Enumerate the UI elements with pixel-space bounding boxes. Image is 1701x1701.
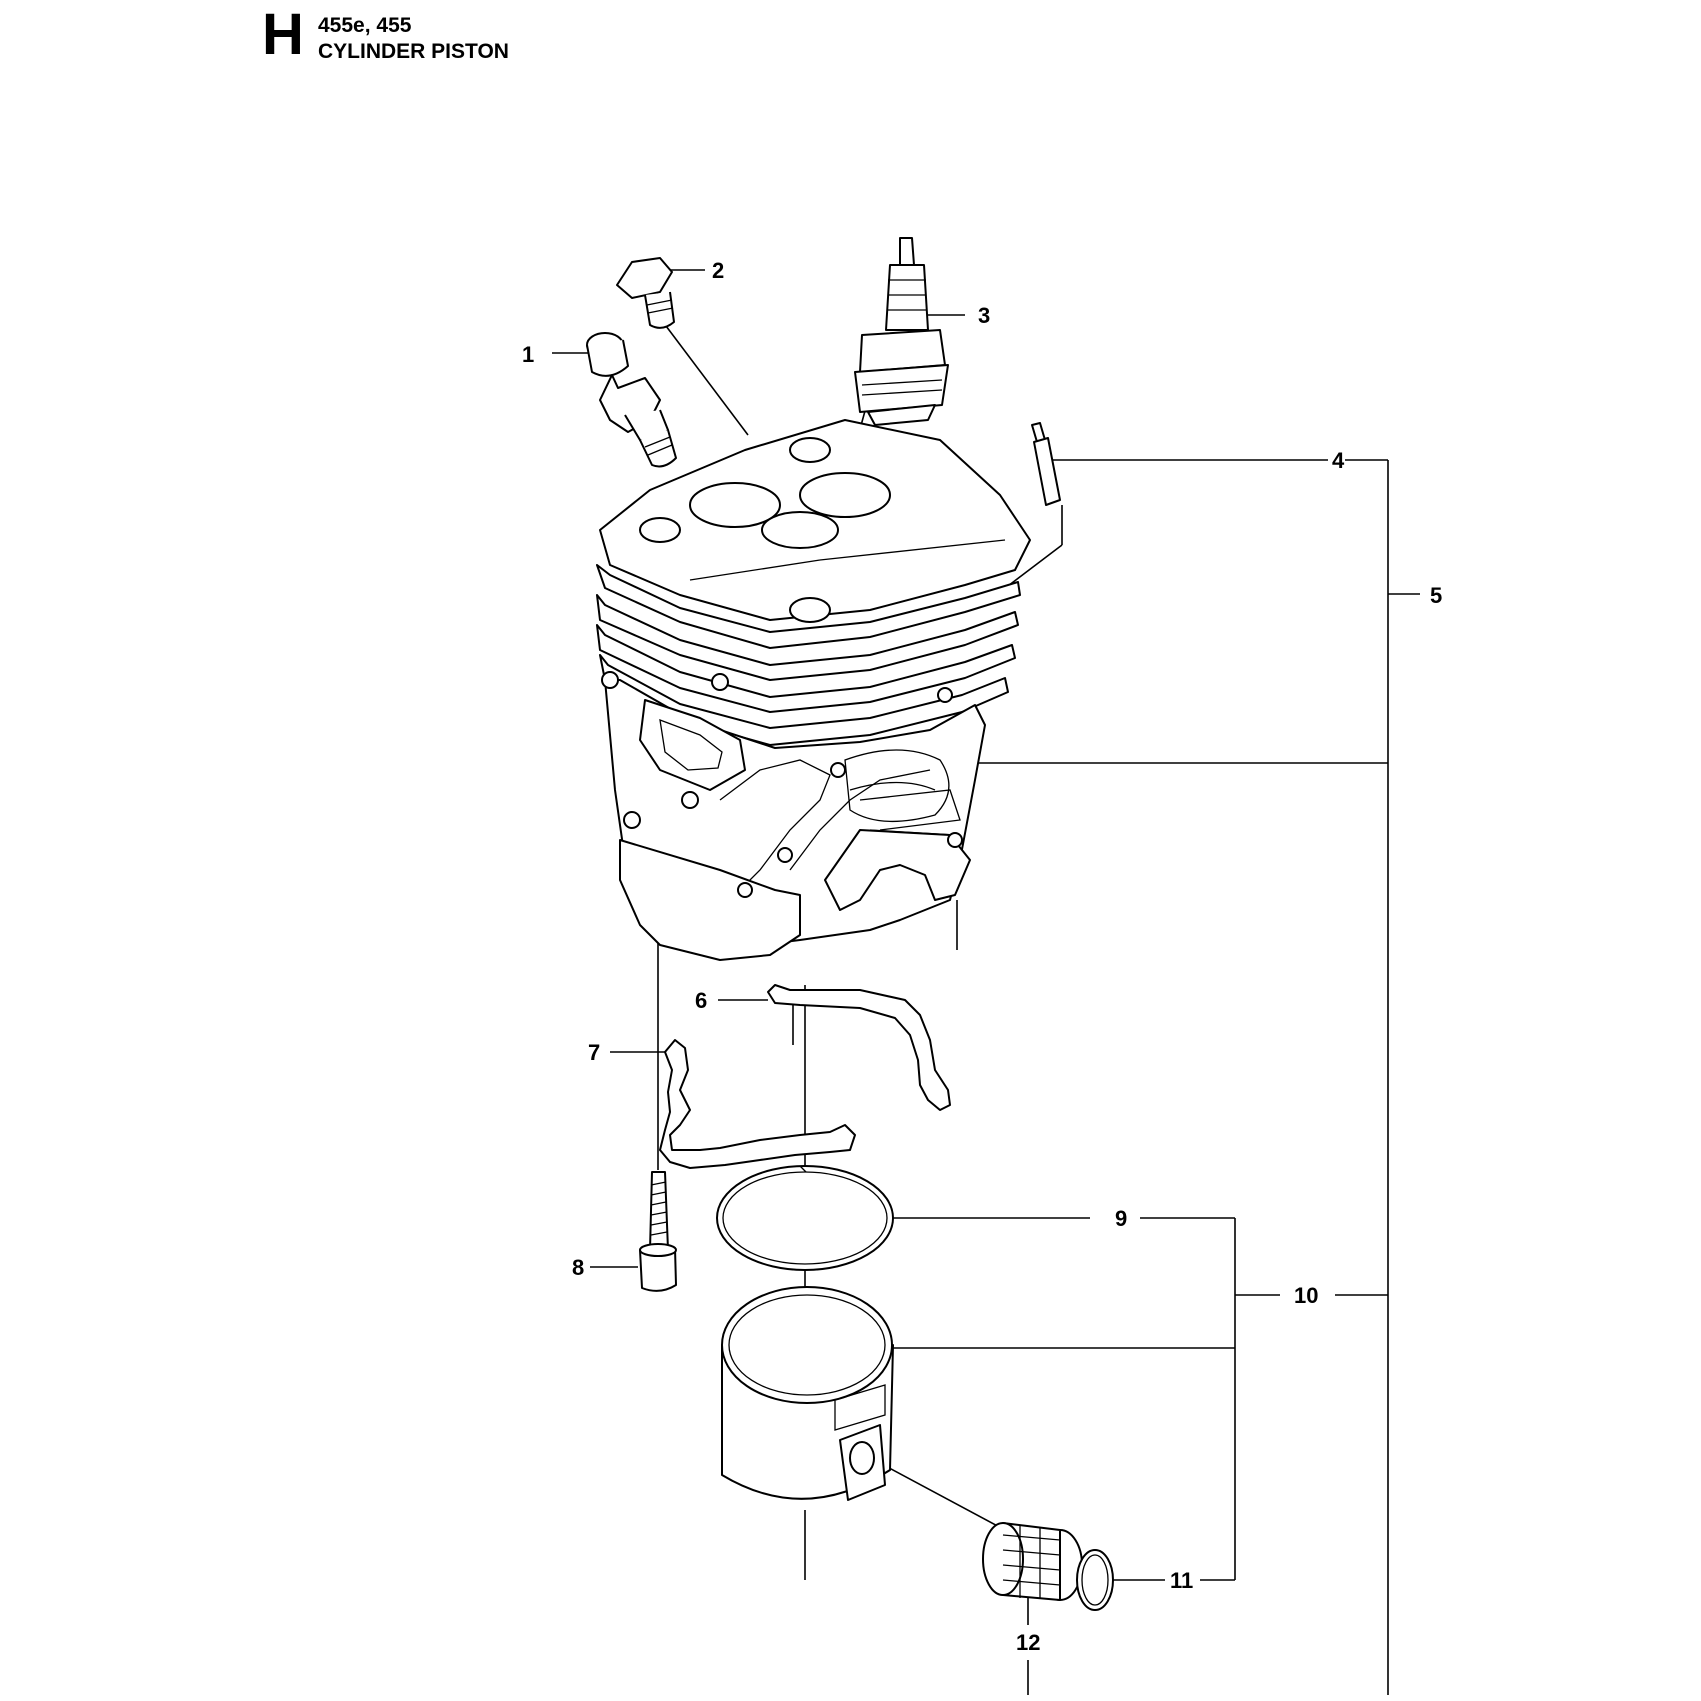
part-4-nipple (1031, 422, 1061, 506)
callout-7: 7 (588, 1040, 600, 1065)
part-11-circlip (1076, 1549, 1114, 1611)
callout-4: 4 (1332, 448, 1345, 473)
callout-3: 3 (978, 303, 990, 328)
diagram-title: CYLINDER PISTON (318, 40, 509, 63)
part-12-needle-bearing (982, 1522, 1083, 1601)
part-7-gasket (659, 1039, 856, 1169)
callout-5: 5 (1430, 583, 1442, 608)
part-9-piston-ring (716, 1165, 894, 1271)
callout-labels: 1 2 3 4 5 6 7 8 9 10 11 12 (522, 258, 1442, 1655)
callout-11: 11 (1170, 1568, 1193, 1593)
callout-6: 6 (695, 988, 707, 1013)
part-8-screw (639, 1171, 677, 1292)
part-2-plug-screw (616, 257, 675, 329)
callout-2: 2 (712, 258, 724, 283)
part-3-spark-plug (854, 237, 949, 426)
cylinder-body (596, 419, 1031, 961)
callout-8: 8 (572, 1255, 584, 1280)
callout-9: 9 (1115, 1206, 1127, 1231)
section-letter: H (262, 2, 304, 67)
piston (721, 1286, 894, 1501)
part-1-decompression-valve (586, 332, 677, 468)
callout-10: 10 (1294, 1283, 1318, 1308)
callout-1: 1 (522, 342, 534, 367)
part-6-gasket (767, 984, 951, 1111)
callout-12: 12 (1016, 1630, 1040, 1655)
model-numbers: 455e, 455 (318, 14, 412, 37)
